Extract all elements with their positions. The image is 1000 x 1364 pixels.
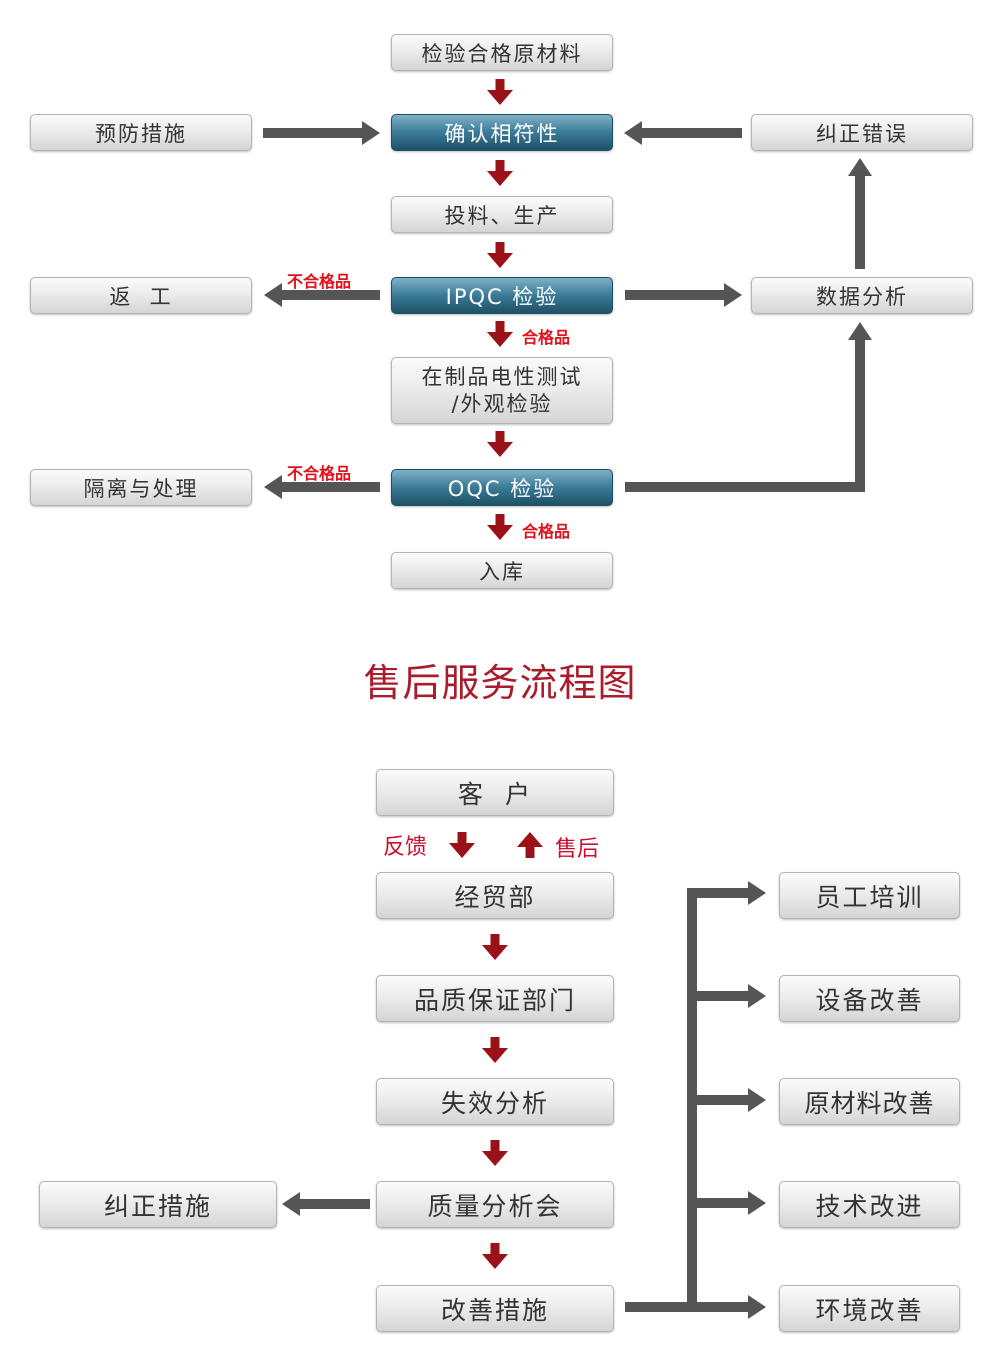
correct-error-box: 纠正错误: [751, 114, 973, 151]
down-arrow-icon: [487, 160, 513, 186]
down-arrow-icon: [487, 242, 513, 268]
label-nonconforming: 不合格品: [287, 272, 352, 291]
label-aftersale: 售后: [555, 837, 600, 862]
diagram-title: 售后服务流程图: [363, 661, 637, 705]
correction-box: 纠正措施: [39, 1181, 277, 1228]
down-arrow-icon: [482, 1140, 508, 1166]
production-box: 投料、生产: [391, 196, 613, 233]
storage-box: 入库: [391, 552, 613, 589]
env-improve-box: 环境改善: [779, 1285, 960, 1332]
down-arrow-icon: [487, 79, 513, 105]
staff-training-box: 员工培训: [779, 872, 960, 919]
qa-dept-box: 品质保证部门: [376, 975, 614, 1022]
quality-meeting-box: 质量分析会: [376, 1181, 614, 1228]
rework-box: 返 工: [30, 277, 252, 314]
down-arrow-icon: [482, 1037, 508, 1063]
customer-box: 客 户: [376, 769, 614, 816]
branch-arrows-icon: [625, 881, 766, 1319]
elbow-arrow-icon: [625, 322, 872, 492]
up-arrow-icon: [517, 832, 543, 858]
trade-dept-box: 经贸部: [376, 872, 614, 919]
material-improve-box: 原材料改善: [779, 1078, 960, 1125]
label-feedback: 反馈: [383, 835, 428, 860]
down-arrow-icon: [487, 431, 513, 457]
down-arrow-icon: [449, 832, 475, 858]
down-arrow-icon: [487, 321, 513, 347]
isolate-box: 隔离与处理: [30, 469, 252, 506]
failure-analysis-box: 失效分析: [376, 1078, 614, 1125]
tech-improve-box: 技术改进: [779, 1181, 960, 1228]
down-arrow-icon: [487, 514, 513, 540]
wip-test-line2: /外观检验: [451, 391, 553, 416]
label-conforming: 合格品: [522, 328, 571, 347]
improvement-box: 改善措施: [376, 1285, 614, 1332]
confirm-conformity-box: 确认相符性: [391, 114, 613, 151]
left-arrow-icon: [624, 121, 742, 145]
data-analysis-box: 数据分析: [751, 277, 973, 314]
ipqc-box: IPQC 检验: [391, 277, 613, 314]
oqc-box: OQC 检验: [391, 469, 613, 506]
right-arrow-icon: [625, 283, 742, 307]
down-arrow-icon: [482, 1243, 508, 1269]
up-arrow-icon: [848, 158, 872, 269]
label-conforming: 合格品: [522, 522, 571, 541]
right-arrow-icon: [263, 121, 380, 145]
left-arrow-icon: [282, 1192, 370, 1216]
left-arrow-icon: [264, 475, 380, 499]
wip-test-box: 在制品电性测试 /外观检验: [391, 357, 613, 424]
down-arrow-icon: [482, 934, 508, 960]
wip-test-line1: 在制品电性测试: [421, 364, 583, 389]
prevention-box: 预防措施: [30, 114, 252, 151]
label-nonconforming: 不合格品: [287, 464, 352, 483]
left-arrow-icon: [264, 283, 380, 307]
raw-material-box: 检验合格原材料: [391, 34, 613, 71]
equipment-improve-box: 设备改善: [779, 975, 960, 1022]
